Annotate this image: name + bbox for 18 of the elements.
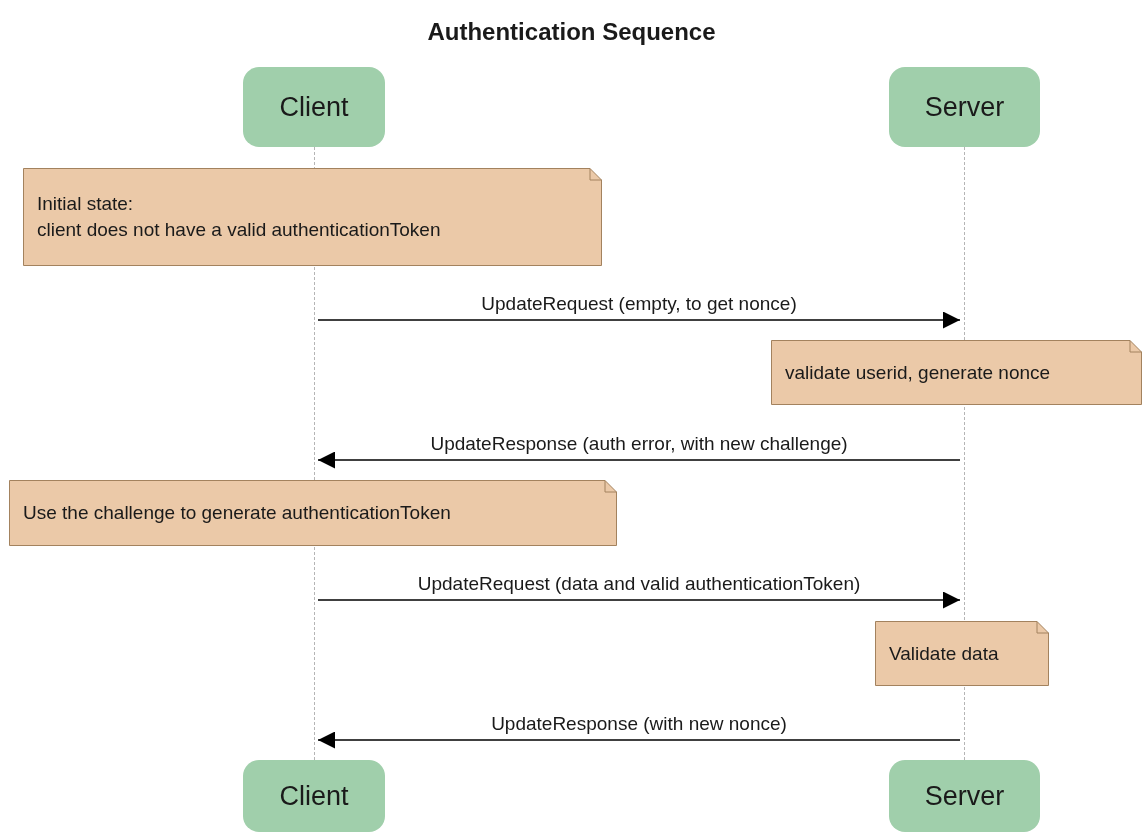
- diagram-title: Authentication Sequence: [426, 17, 717, 47]
- participant-box: Client: [243, 760, 385, 832]
- message-arrow: [317, 591, 961, 609]
- participant-box: Server: [889, 67, 1040, 147]
- note-box: [23, 168, 602, 266]
- message-arrow: [317, 731, 961, 749]
- participant-box: Client: [243, 67, 385, 147]
- note-text: Initial state:: [37, 192, 135, 216]
- note-box: [875, 621, 1049, 686]
- note-text: client does not have a valid authenticationToken: [37, 218, 442, 242]
- note-box: [9, 480, 617, 546]
- message-arrow: [317, 311, 961, 329]
- note-text: validate userid, generate nonce: [785, 360, 1052, 385]
- message-arrow: [317, 451, 961, 469]
- note-box: [771, 340, 1142, 405]
- note-text: Use the challenge to generate authenticationToken: [23, 501, 452, 525]
- note-text: Validate data: [889, 641, 1000, 666]
- participant-box: Server: [889, 760, 1040, 832]
